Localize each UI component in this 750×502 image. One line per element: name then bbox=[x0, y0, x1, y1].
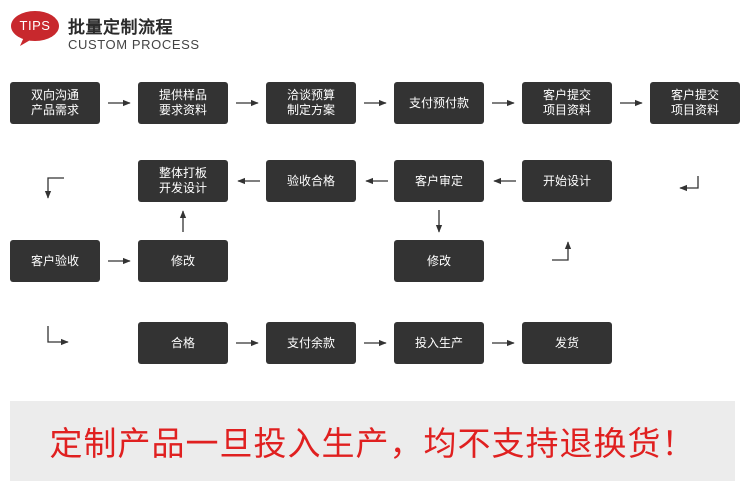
tips-label: TIPS bbox=[19, 18, 51, 33]
step-production: 投入生产 bbox=[394, 322, 484, 364]
step-pay-deposit: 支付预付款 bbox=[394, 82, 484, 124]
arrow-turn-left-icon bbox=[679, 176, 699, 192]
page-subtitle: CUSTOM PROCESS bbox=[68, 37, 200, 52]
step-submit-materials-1: 客户提交 项目资料 bbox=[522, 82, 612, 124]
step-start-design: 开始设计 bbox=[522, 160, 612, 202]
step-prototype-development: 整体打板 开发设计 bbox=[138, 160, 228, 202]
notice-banner bbox=[10, 401, 735, 481]
step-pay-balance: 支付余款 bbox=[266, 322, 356, 364]
step-revise-design: 修改 bbox=[394, 240, 484, 282]
step-acceptance-pass: 验收合格 bbox=[266, 160, 356, 202]
arrow-turn-right-icon bbox=[47, 326, 69, 346]
speech-bubble-icon bbox=[11, 11, 59, 46]
step-provide-samples: 提供样品 要求资料 bbox=[138, 82, 228, 124]
step-negotiate-budget: 洽谈预算 制定方案 bbox=[266, 82, 356, 124]
step-client-review: 客户审定 bbox=[394, 160, 484, 202]
step-client-acceptance: 客户验收 bbox=[10, 240, 100, 282]
arrow-turn-down-icon bbox=[44, 177, 64, 199]
notice-text: 定制产品一旦投入生产，均不支持退换货！ bbox=[49, 424, 696, 463]
step-shipping: 发货 bbox=[522, 322, 612, 364]
step-qualified: 合格 bbox=[138, 322, 228, 364]
page-title: 批量定制流程 bbox=[68, 18, 173, 38]
arrow-turn-up-icon bbox=[552, 241, 572, 261]
tips-badge: TIPS bbox=[10, 10, 60, 46]
step-communicate-needs: 双向沟通 产品需求 bbox=[10, 82, 100, 124]
step-submit-materials-2: 客户提交 项目资料 bbox=[650, 82, 740, 124]
flow-arrows bbox=[44, 99, 699, 347]
step-revise-prototype: 修改 bbox=[138, 240, 228, 282]
